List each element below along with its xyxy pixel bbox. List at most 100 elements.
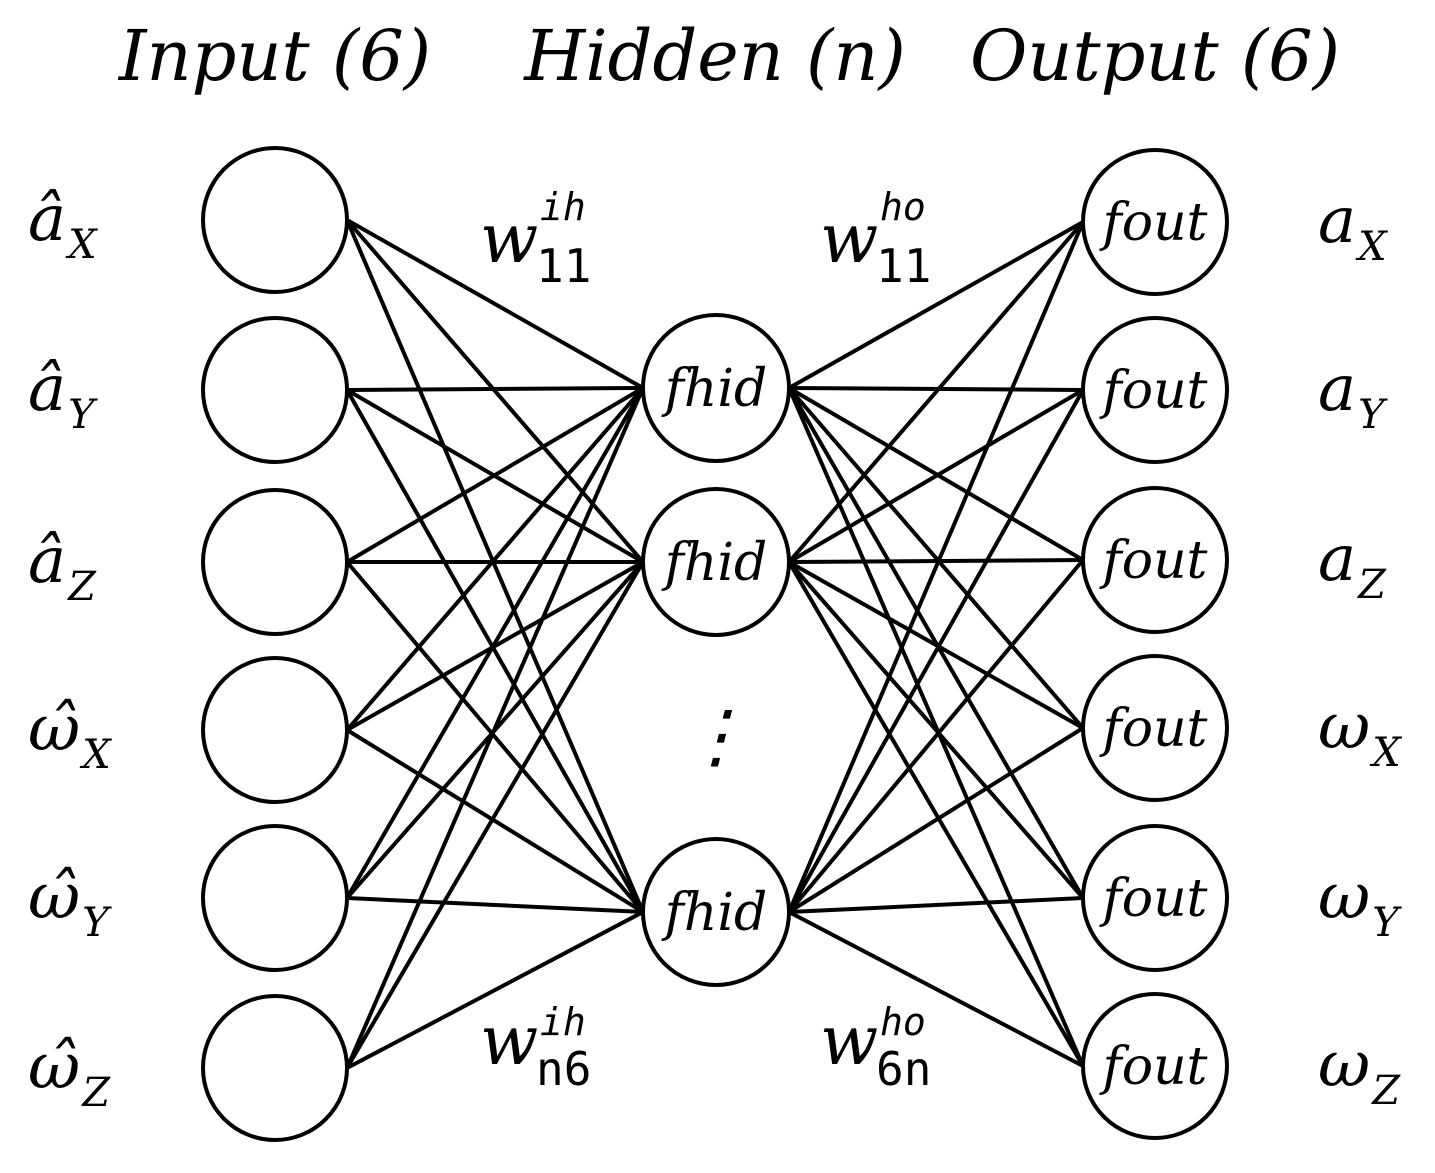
output-node-label: fout [1099, 1037, 1208, 1097]
output-node-circle [1081, 148, 1229, 296]
input-label-4-subscript: X [79, 732, 112, 778]
weight-ho-11: w ho 11 [820, 185, 931, 293]
svg-text:11: 11 [876, 239, 931, 293]
svg-text:11: 11 [536, 239, 591, 293]
output-label-6-symbol: ω [1318, 1028, 1370, 1102]
output-label-2: aY [1318, 352, 1388, 438]
output-node-label: fout [1099, 699, 1208, 759]
edge-hidden-3-output-2 [787, 389, 1085, 913]
input-node-1 [201, 146, 349, 294]
output-label-5-subscript: Y [1372, 900, 1402, 946]
hidden-node-label: fhid [661, 359, 768, 419]
output-label-1: aX [1318, 184, 1388, 270]
edge-input-2-hidden-1 [346, 386, 644, 392]
hidden-node-circle [641, 487, 791, 637]
svg-text:6n: 6n [876, 1042, 931, 1096]
input-label-6-symbol: ω̂ [28, 1030, 80, 1104]
hidden-node-circle [641, 837, 791, 987]
input-label-1: âX [28, 182, 98, 268]
output-node-1: fout [1081, 148, 1229, 296]
hidden-ellipsis: ⋮ [681, 695, 751, 777]
edge-input-6-hidden-2 [345, 560, 645, 1070]
input-label-3-subscript: Z [66, 564, 97, 610]
output-node-6: fout [1081, 992, 1229, 1140]
edge-input-1-hidden-3 [345, 219, 645, 913]
edge-input-6-hidden-3 [346, 910, 644, 1070]
input-node-4 [201, 656, 349, 804]
output-node-4: fout [1081, 654, 1229, 802]
output-label-2-subscript: Y [1358, 392, 1388, 438]
input-node-2 [201, 316, 349, 464]
edge-hidden-1-output-1 [788, 220, 1084, 390]
edge-hidden-2-output-5 [787, 560, 1085, 900]
output-label-6-subscript: Z [1370, 1068, 1401, 1114]
output-label-5: ωY [1318, 860, 1402, 946]
hidden-node-3: fhid [641, 837, 791, 987]
output-label-3-symbol: a [1318, 522, 1356, 596]
edge-input-4-hidden-1 [345, 386, 645, 732]
edge-input-1-hidden-1 [346, 218, 644, 390]
input-label-4: ω̂X [28, 692, 112, 778]
output-label-1-subscript: X [1355, 224, 1388, 270]
output-node-3: fout [1081, 486, 1229, 634]
weight-ho-6n: w ho 6n [820, 1000, 931, 1096]
hidden-node-label: fhid [661, 533, 768, 593]
output-node-circle [1081, 654, 1229, 802]
hidden-node-circle [641, 313, 791, 463]
edge-input-5-hidden-1 [345, 386, 645, 900]
edge-hidden-2-output-6 [787, 560, 1085, 1068]
edge-input-3-hidden-3 [345, 560, 645, 914]
input-label-6: ω̂Z [28, 1030, 111, 1116]
input-label-1-subscript: X [65, 222, 98, 268]
input-label-4-symbol: ω̂ [28, 692, 80, 766]
input-node-3 [201, 488, 349, 636]
input-node-5 [201, 824, 349, 972]
edge-input-2-hidden-3 [345, 389, 645, 913]
input-label-5-subscript: Y [82, 900, 112, 946]
edge-hidden-2-output-4 [788, 560, 1084, 730]
edge-input-6-hidden-1 [345, 387, 645, 1069]
edge-hidden-2-output-1 [787, 220, 1085, 564]
input-label-2-symbol: â [28, 352, 66, 426]
connection-edges [345, 218, 1085, 1070]
edge-hidden-1-output-4 [787, 386, 1085, 730]
input-label-5: ω̂Y [28, 860, 112, 946]
output-node-circle [1081, 486, 1229, 634]
edge-input-3-hidden-1 [345, 386, 645, 564]
svg-text:w: w [480, 200, 538, 279]
output-node-circle [1081, 316, 1229, 464]
output-label-3: aZ [1318, 522, 1387, 608]
input-label-1-symbol: â [28, 182, 66, 256]
input-label-6-subscript: Z [80, 1070, 111, 1116]
svg-text:w: w [820, 200, 878, 279]
hidden-layer: fhid fhid fhid [641, 313, 791, 987]
output-label-1-symbol: a [1318, 184, 1356, 258]
output-layer-title: Output (6) [970, 15, 1340, 97]
svg-text:n6: n6 [536, 1042, 591, 1096]
edge-hidden-3-output-6 [788, 910, 1084, 1068]
output-node-label: fout [1099, 531, 1208, 591]
svg-text:ho: ho [880, 185, 926, 229]
edge-hidden-3-output-5 [788, 896, 1084, 914]
output-node-label: fout [1099, 361, 1208, 421]
input-label-2: âY [28, 352, 98, 438]
input-node-6 [201, 994, 349, 1142]
input-layer-title: Input (6) [117, 15, 431, 97]
input-label-2-subscript: Y [68, 392, 98, 438]
svg-text:ih: ih [540, 185, 586, 229]
output-node-2: fout [1081, 316, 1229, 464]
svg-text:w: w [820, 1002, 878, 1081]
output-label-6: ωZ [1318, 1028, 1401, 1114]
output-node-label: fout [1099, 193, 1208, 253]
output-label-5-symbol: ω [1318, 860, 1370, 934]
output-node-circle [1081, 992, 1229, 1140]
output-label-4-subscript: X [1369, 730, 1402, 776]
edge-input-4-hidden-3 [345, 728, 645, 914]
weight-ih-n6: w ih n6 [480, 1000, 591, 1096]
input-layer [201, 146, 349, 1142]
input-label-5-symbol: ω̂ [28, 860, 80, 934]
